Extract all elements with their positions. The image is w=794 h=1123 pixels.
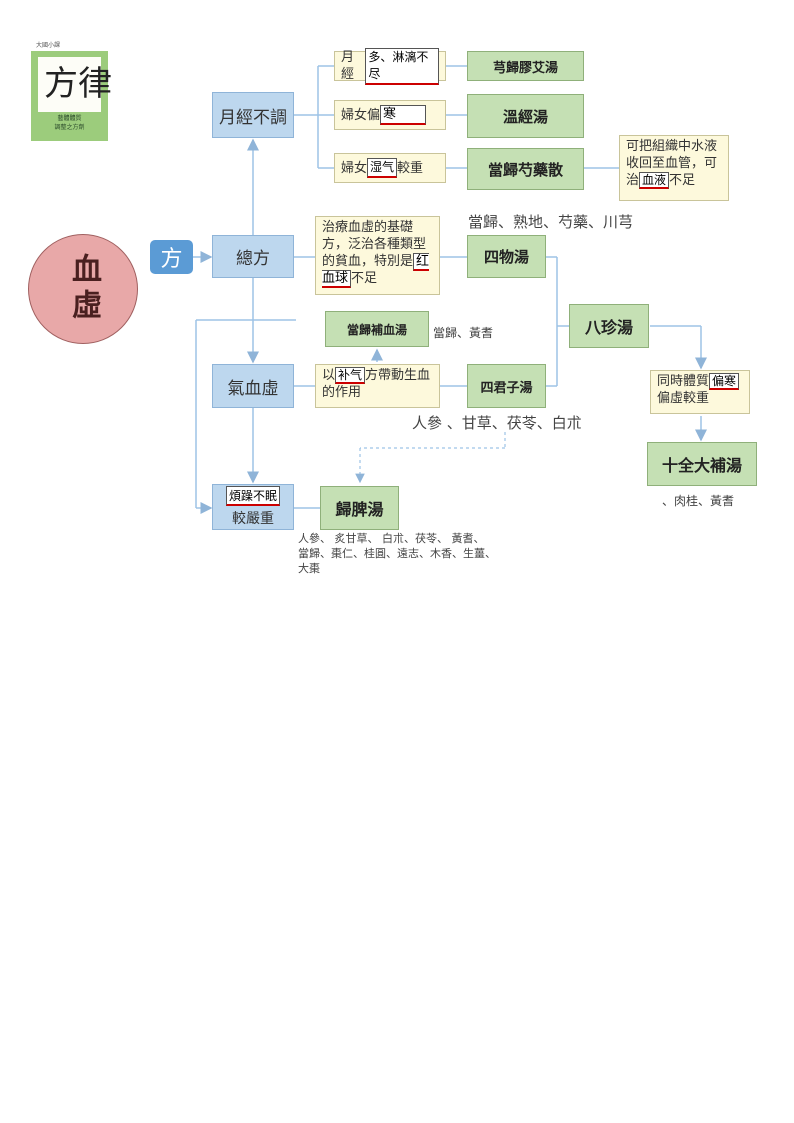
bazhen-note: 同時體質偏寒偏虛較重 — [650, 370, 750, 414]
note-text: 偏虛較重 — [657, 391, 710, 406]
formula-si-wu: 四物湯 — [467, 235, 546, 278]
herbs-bu-xue: 當歸、黃耆 — [433, 326, 494, 340]
description-text: 方帶動生血的作用 — [322, 368, 431, 400]
center-label: 血虛 — [66, 253, 101, 325]
logo-caption: 藝體體質 調整之方劑 — [54, 115, 85, 131]
severe-highlight: 煩躁不眠 — [225, 486, 280, 506]
formula-danggui-buxue: 當歸補血湯 — [325, 311, 429, 347]
general-description: 治療血虛的基礎方，泛治各種類型的貧血，特別是红血球不足 — [315, 216, 440, 295]
general-branch: 總方 — [212, 235, 294, 278]
fang-badge: 方 — [150, 240, 193, 274]
herbs-gui-pi: 人參、 炙甘草、 白朮、茯苓、 黃耆、 當歸、棗仁、桂圓、遠志、木香、生薑、 大… — [298, 532, 496, 575]
severe-branch: 煩躁不眠 較嚴重 — [212, 484, 294, 530]
condition-highlight: 湿气 — [367, 158, 398, 178]
condition-text: 婦女 — [341, 160, 368, 176]
note-text: 同時體質 — [657, 374, 710, 389]
qi-blood-branch: 氣血虛 — [212, 364, 294, 408]
description-text: 以 — [322, 368, 336, 383]
description-highlight: 补气 — [335, 367, 366, 384]
blood-deficiency-circle: 血虛 — [28, 234, 138, 344]
formula-si-jun-zi: 四君子湯 — [467, 364, 546, 408]
formula-danggui-shaoyao: 當歸芍藥散 — [467, 148, 584, 190]
description-text: 治療血虛的基礎方，泛治各種類型的貧血，特別是 — [322, 220, 427, 269]
formula-shi-quan: 十全大補湯 — [647, 442, 757, 486]
herbs-si-jun-zi: 人參 、甘草、茯苓、白朮 — [412, 414, 582, 432]
description-text: 不足 — [351, 271, 378, 286]
condition-text: 婦女偏 — [341, 107, 381, 123]
note-highlight: 血液 — [639, 172, 670, 189]
condition-damp: 婦女湿气較重 — [334, 153, 446, 183]
condition-text: 較重 — [397, 160, 424, 176]
formula-wen-jing: 溫經湯 — [467, 94, 584, 138]
formula-ba-zhen: 八珍湯 — [569, 304, 649, 348]
note-highlight: 偏寒 — [709, 373, 740, 390]
condition-highlight: 寒 — [380, 105, 427, 125]
menstrual-branch: 月經不調 — [212, 92, 294, 138]
formula-jiao-ai: 芎歸膠艾湯 — [467, 51, 584, 81]
severe-label: 較嚴重 — [232, 511, 274, 527]
danggui-note: 可把組織中水液收回至血管，可治血液不足 — [619, 135, 729, 201]
condition-text: 月經 — [341, 50, 355, 82]
herbs-shi-quan: 、肉桂、黃耆 — [662, 494, 735, 508]
logo-inner-panel — [38, 57, 101, 112]
logo-calligraphy: 方律 — [44, 64, 112, 104]
condition-cold: 婦女偏寒 — [334, 100, 446, 130]
formula-gui-pi: 歸脾湯 — [320, 486, 399, 530]
herbs-si-wu: 當歸、熟地、芍藥、川芎 — [468, 213, 634, 231]
condition-menstrual-excess: 月經多、淋漓不尽 — [334, 47, 446, 85]
note-text: 可把組織中水液收回至血管，可治 — [626, 139, 718, 188]
logo-small-text: 大國小課 — [36, 42, 61, 49]
note-text: 不足 — [669, 173, 696, 188]
condition-highlight: 多、淋漓不尽 — [365, 47, 439, 85]
qi-description: 以补气方帶動生血的作用 — [315, 364, 440, 408]
